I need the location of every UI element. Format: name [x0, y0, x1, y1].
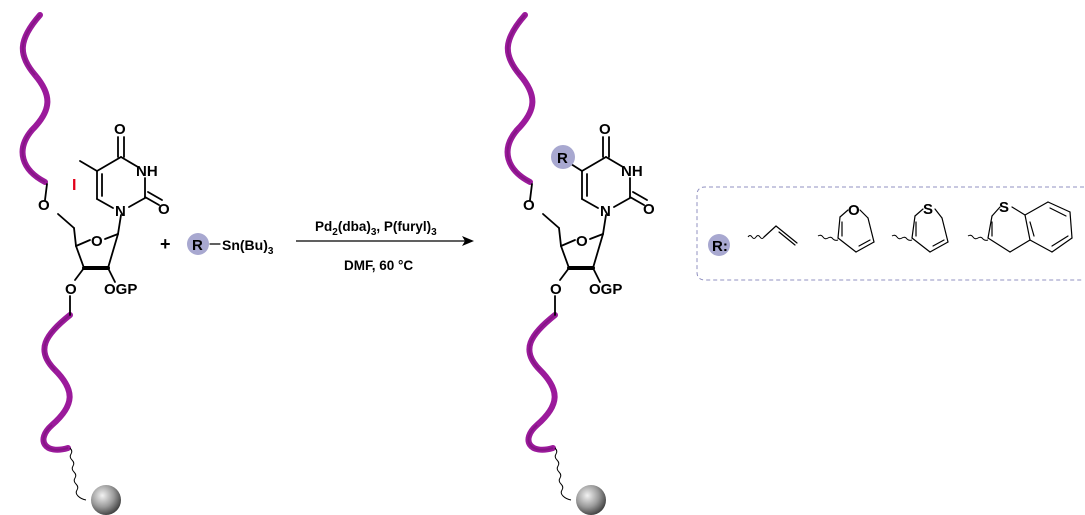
atom-n1: N: [600, 203, 611, 220]
solid-support-bead: [576, 485, 606, 515]
atom-o-ring: O: [576, 233, 588, 250]
wavy-linker: [554, 447, 572, 501]
atom-ogp: OGP: [104, 281, 137, 298]
wavy-linker: [69, 447, 87, 501]
furyl-group: O: [817, 202, 875, 253]
atom-n1: N: [115, 203, 126, 220]
thienyl-group: S: [891, 201, 949, 253]
atom-o-carbonyl-top: O: [599, 121, 611, 138]
benzothienyl-group: S: [967, 199, 1073, 253]
vinyl-group: [747, 225, 798, 246]
atom-o3: O: [550, 281, 562, 298]
reaction-conditions: Pd2(dba)3, P(furyl)3 DMF, 60 °C: [296, 219, 474, 273]
atom-o-carbonyl-c2: O: [643, 201, 655, 218]
product-molecule: R O NH O N O O O OGP: [504, 12, 655, 515]
r-group-badge: [187, 233, 209, 255]
stannane-formula: Sn(Bu): [222, 237, 268, 253]
svg-text:Pd2(dba)3, P(furyl)3: Pd2(dba)3, P(furyl)3: [315, 219, 437, 238]
benzothiophene-sulfur: S: [999, 199, 1009, 216]
furan-oxygen: O: [848, 202, 860, 219]
plus-sign: +: [160, 234, 171, 254]
reactant-molecule: I O NH O N O O O OGP: [19, 12, 170, 515]
conditions-solvent-temp: DMF, 60 °C: [344, 258, 413, 273]
atom-o5: O: [523, 197, 535, 214]
svg-text:Sn(Bu)3: Sn(Bu)3: [222, 237, 274, 257]
atom-o3: O: [65, 281, 77, 298]
thiophene-sulfur: S: [923, 201, 933, 218]
r-group-badge: [708, 234, 730, 256]
atom-o-ring: O: [91, 233, 103, 250]
atom-nh: NH: [136, 163, 158, 180]
stannane-reagent: R Sn(Bu)3: [187, 233, 274, 257]
atom-o-carbonyl-c2: O: [158, 201, 170, 218]
iodine-label: I: [72, 177, 76, 194]
svg-text:R: R: [557, 150, 568, 167]
solid-support-bead: [91, 485, 121, 515]
dna-strand-upper: [504, 12, 536, 185]
atom-o-carbonyl-top: O: [114, 121, 126, 138]
dna-strand-upper: [19, 12, 51, 185]
atom-ogp: OGP: [589, 281, 622, 298]
atom-nh: NH: [621, 163, 643, 180]
svg-text:R: R: [192, 237, 203, 254]
r-group-badge: [551, 145, 575, 169]
r-group-legend: R: O: [696, 186, 1084, 281]
atom-o5: O: [38, 197, 50, 214]
legend-r-label: R:: [712, 238, 728, 255]
